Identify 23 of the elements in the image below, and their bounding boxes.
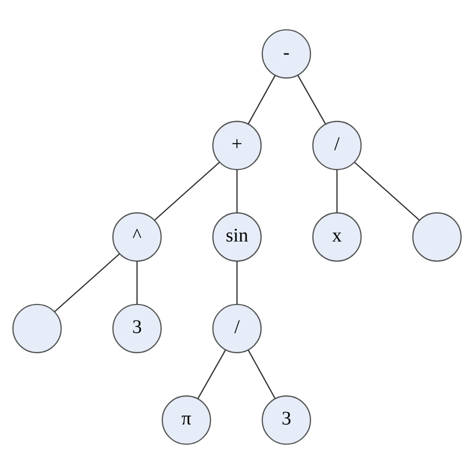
connector	[248, 350, 276, 400]
node-circle: 3	[112, 304, 162, 354]
connector	[297, 75, 326, 124]
connector	[236, 261, 238, 304]
connector	[336, 170, 338, 213]
node-circle	[412, 212, 462, 262]
connector	[197, 350, 226, 400]
node-circle: π	[162, 395, 212, 445]
node-circle: sin	[212, 212, 262, 262]
node-circle: x	[312, 212, 362, 262]
connector	[236, 170, 238, 213]
connector	[354, 162, 420, 221]
node-circle: ^	[112, 212, 162, 262]
node-circle: /	[312, 120, 362, 170]
connector	[154, 162, 220, 221]
connector	[136, 261, 138, 304]
node-circle: 3	[262, 395, 312, 445]
node-circle: -	[262, 29, 312, 79]
node-circle: +	[212, 120, 262, 170]
node-circle: /	[212, 304, 262, 354]
connector	[54, 253, 120, 312]
connector	[248, 75, 276, 124]
node-circle	[12, 304, 62, 354]
